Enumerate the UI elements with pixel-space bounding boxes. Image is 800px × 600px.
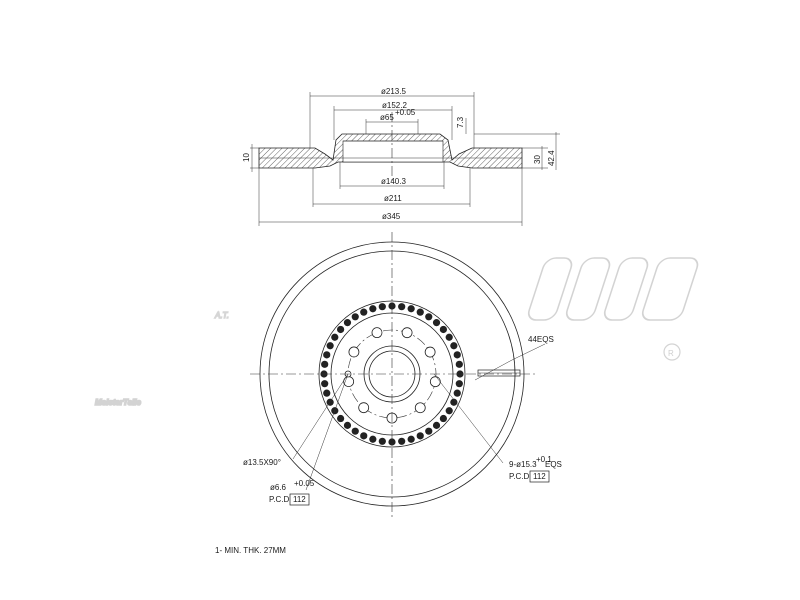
pcd-label-left: P.C.D: [269, 495, 290, 504]
bolt-hole: [371, 327, 383, 339]
vent-slot: [453, 351, 461, 359]
watermark-initials: A.T.: [214, 311, 229, 320]
pcd-value-right: 112: [533, 472, 546, 481]
vent-slot: [445, 407, 453, 415]
vent-slot: [432, 421, 441, 429]
vent-slot: [456, 370, 464, 378]
callout-bolt-holes: 9-ø15.3: [509, 460, 537, 469]
vent-slot: [439, 325, 447, 334]
vent-slot: [351, 427, 359, 435]
registered-mark-letter: R: [668, 349, 674, 358]
vent-slot: [450, 398, 458, 406]
vent-slot: [407, 435, 415, 443]
vent-slot: [439, 414, 447, 423]
note-min-thickness: 1- MIN. THK. 27MM: [215, 546, 286, 555]
vent-slot: [425, 313, 433, 321]
bolt-hole: [429, 376, 441, 388]
dim-65: ø65: [380, 113, 394, 122]
vent-slot: [321, 360, 329, 368]
section-view: ø213.5 ø152.2 ø65 +0.05 7.3 10 30 42.4: [242, 87, 560, 226]
vent-slot: [326, 398, 334, 406]
vent-slot: [388, 438, 396, 446]
vent-slot: [432, 319, 441, 327]
vent-slot: [326, 342, 334, 350]
vent-slot: [360, 432, 368, 440]
vent-slot: [455, 380, 463, 388]
bolt-hole: [424, 346, 436, 358]
callout-44eqs: 44EQS: [528, 335, 554, 344]
dim-140-3: ø140.3: [381, 177, 406, 186]
dim-213-5: ø213.5: [381, 87, 406, 96]
callout-pin-hole: ø6.6: [270, 483, 287, 492]
plan-view: 44EQS ø13.5X90° ø6.6 +0.05 P.C.D 112 9-ø…: [243, 232, 562, 520]
callout-chamfer: ø13.5X90°: [243, 458, 281, 467]
vent-slot: [337, 414, 345, 423]
vent-slot: [337, 325, 345, 334]
vent-slot: [343, 421, 352, 429]
vent-slot: [378, 437, 386, 445]
vent-slot: [455, 360, 463, 368]
watermark: A.T. MeisterTeile R: [94, 257, 699, 408]
vent-slot: [416, 308, 424, 316]
watermark-brand: MeisterTeile: [95, 398, 141, 407]
callout-pin-hole-tol: +0.05: [294, 479, 315, 488]
bolt-hole: [414, 402, 426, 414]
vent-slot: [378, 303, 386, 311]
vent-slot: [360, 308, 368, 316]
vent-slot: [425, 427, 433, 435]
dim-7-3: 7.3: [456, 116, 465, 128]
bolt-hole: [401, 327, 413, 339]
vent-slot: [343, 319, 352, 327]
registered-mark: [663, 343, 681, 361]
dim-30: 30: [533, 155, 542, 164]
watermark-stripes: [527, 257, 699, 321]
vent-slot: [398, 437, 406, 445]
vent-slot: [453, 389, 461, 397]
vent-slot: [445, 333, 453, 341]
dim-345: ø345: [382, 212, 401, 221]
callout-bolt-holes-suffix: EQS: [545, 460, 562, 469]
dim-42-4: 42.4: [547, 150, 556, 166]
dim-10: 10: [242, 153, 251, 162]
vent-slot: [351, 313, 359, 321]
callout-bolt-holes-tol: +0.1: [536, 455, 552, 464]
bolt-hole: [348, 346, 360, 358]
vent-slot: [369, 435, 377, 443]
vent-slot: [416, 432, 424, 440]
vent-slot: [331, 333, 339, 341]
vent-slot: [369, 305, 377, 313]
pcd-value-left: 112: [293, 495, 306, 504]
dim-211: ø211: [384, 194, 402, 203]
pcd-label-right: P.C.D: [509, 472, 530, 481]
vent-slot: [323, 351, 331, 359]
vent-slot: [398, 303, 406, 311]
vent-slot: [450, 342, 458, 350]
dim-65-tol: +0.05: [395, 108, 416, 117]
vent-slot: [323, 389, 331, 397]
vent-slot: [321, 380, 329, 388]
dim-152-2: ø152.2: [382, 101, 407, 110]
bolt-hole: [358, 402, 370, 414]
vent-slot: [407, 305, 415, 313]
